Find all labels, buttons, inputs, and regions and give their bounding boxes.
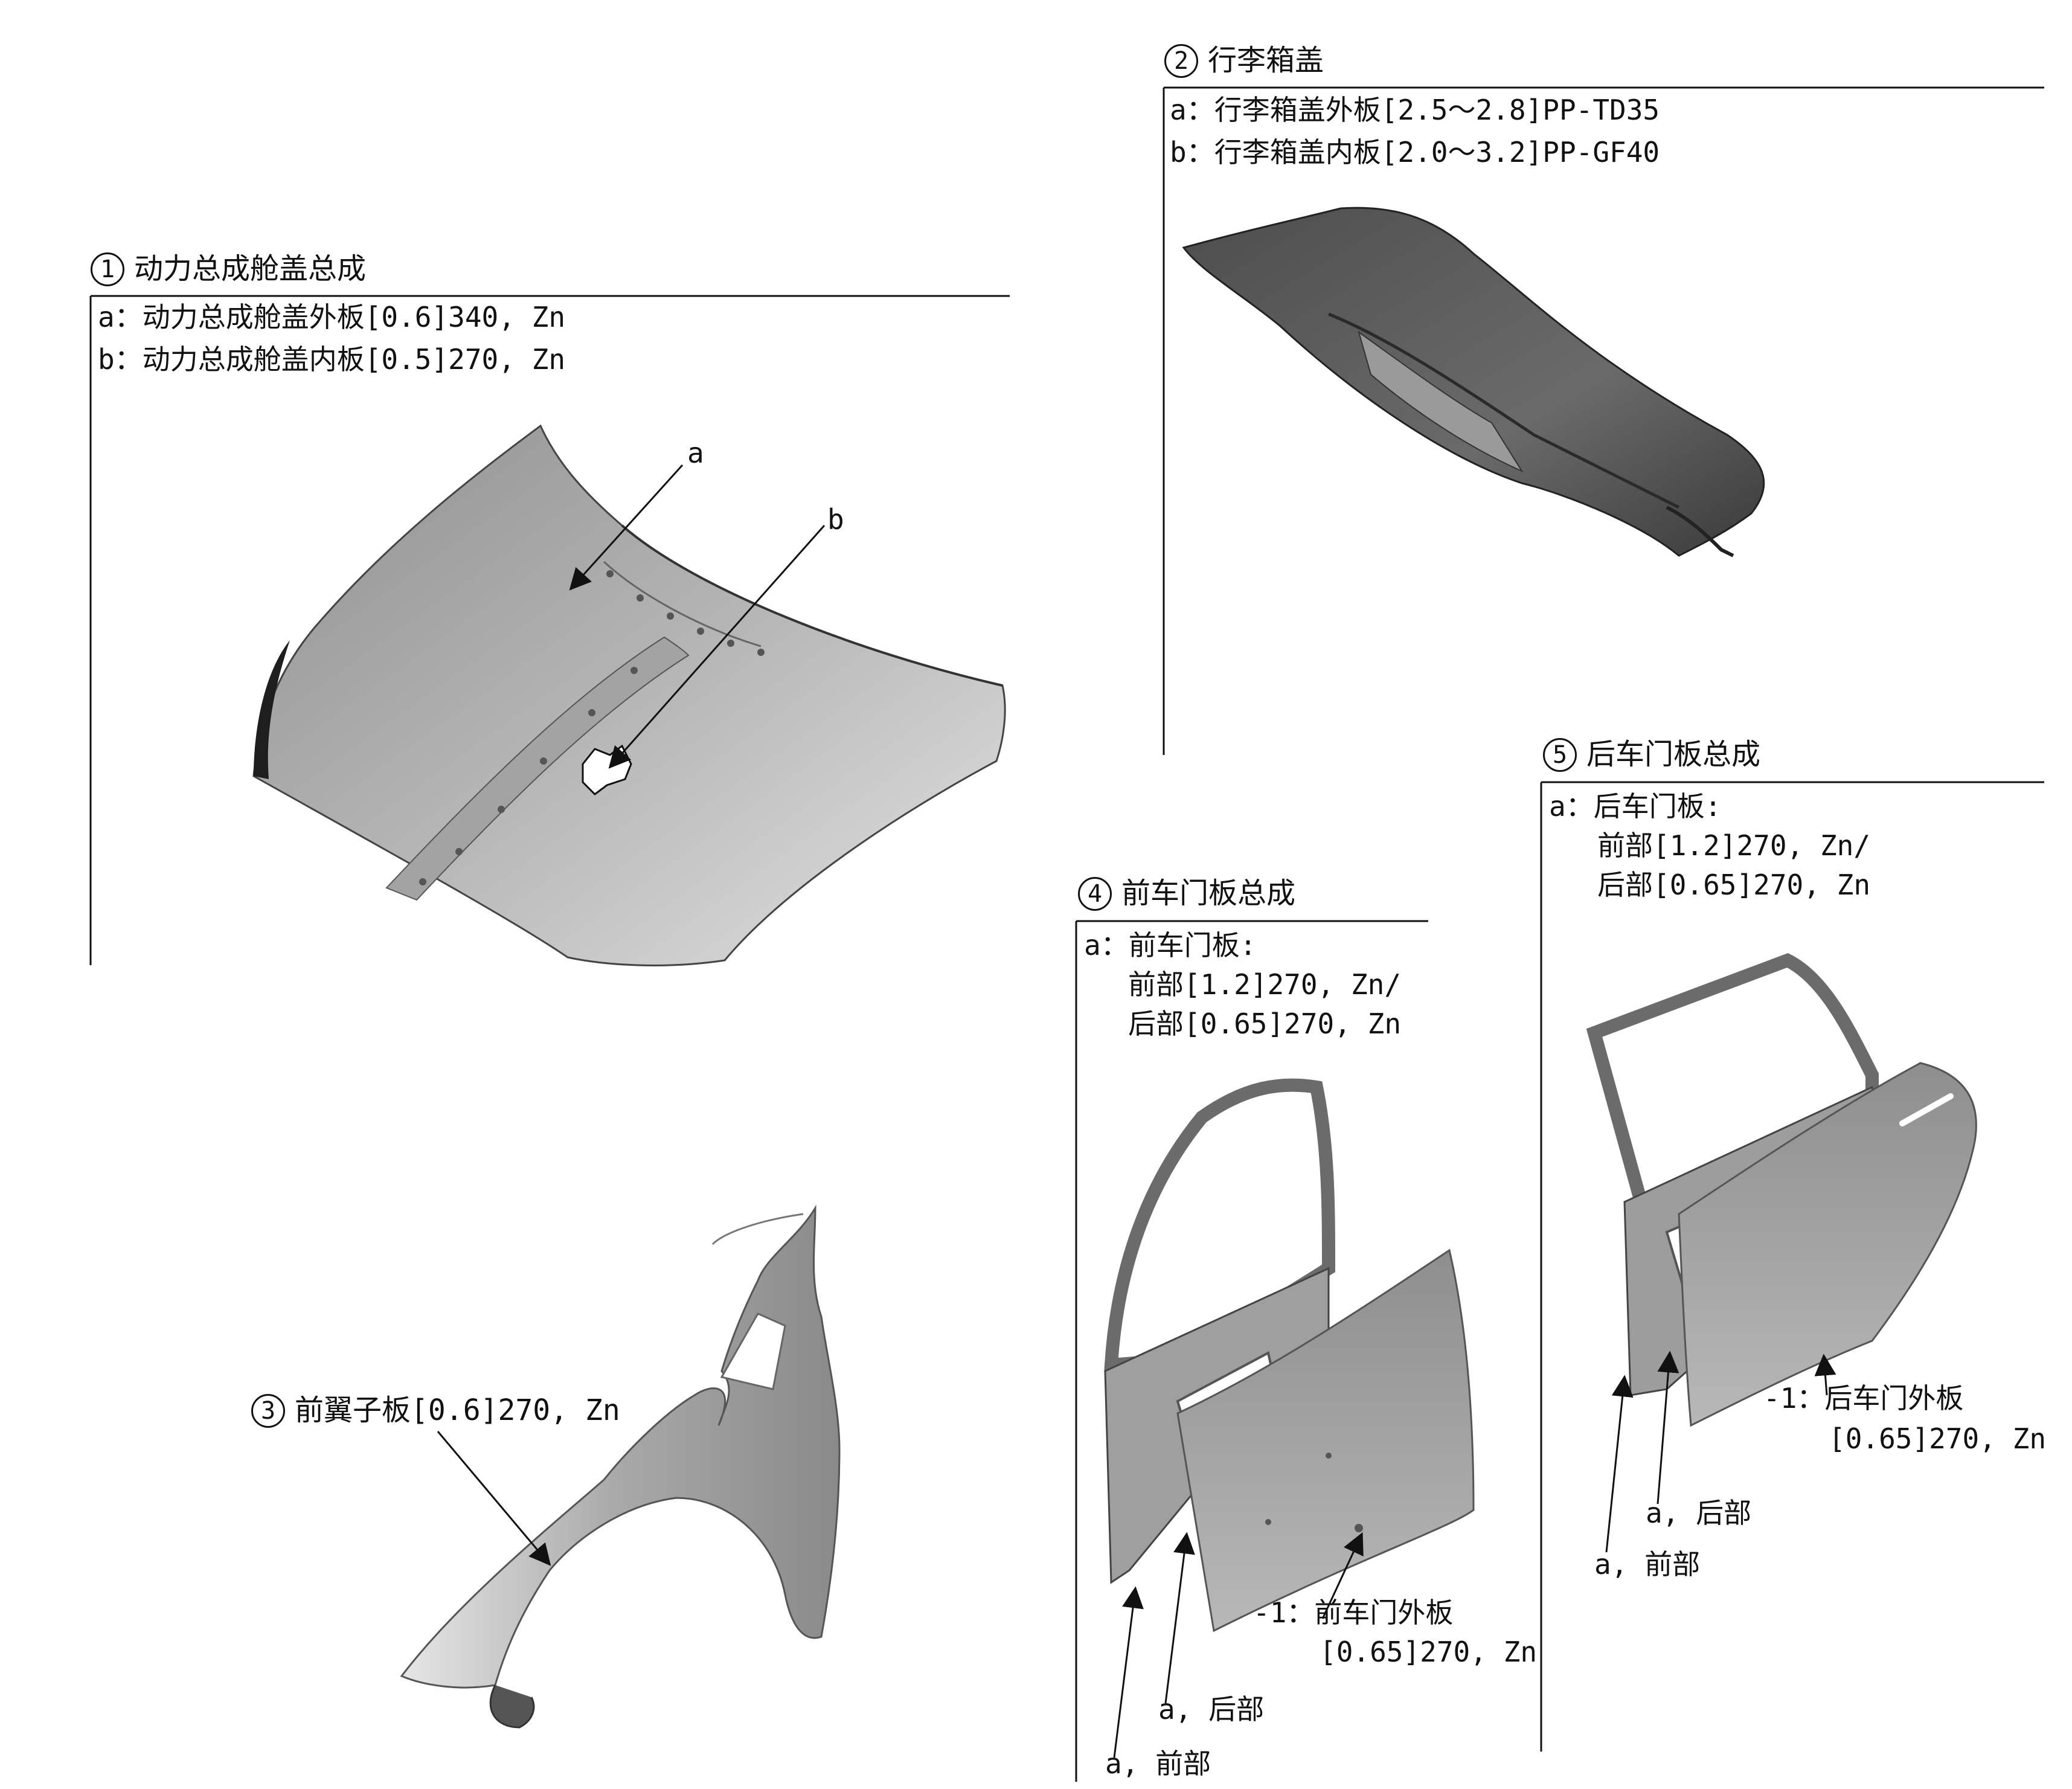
section1-title: 动力总成舱盖总成 xyxy=(134,252,367,286)
section2-frame xyxy=(1163,86,2044,755)
section5-title: 后车门板总成 xyxy=(1586,737,1761,771)
fender-illustration xyxy=(400,1204,841,1729)
section2-line-b: b：行李箱盖内板[2.0～3.2]PP-GF40 xyxy=(1170,136,1660,169)
section3-number: 3 xyxy=(251,1394,285,1428)
rear-door-rear-label: a, 后部 xyxy=(1646,1497,1752,1529)
section5-frame xyxy=(1540,781,2044,1752)
section1-line-b: b：动力总成舱盖内板[0.5]270, Zn xyxy=(98,343,566,376)
hood-illustration xyxy=(252,424,1006,966)
front-door-rear-label: a, 后部 xyxy=(1158,1693,1265,1726)
section4-frame xyxy=(1075,920,1428,1782)
hood-callout-b: b xyxy=(827,503,844,536)
section1-line-a: a：动力总成舱盖外板[0.6]340, Zn xyxy=(98,301,566,333)
section4-line-a2: 前部[1.2]270, Zn/ xyxy=(1128,968,1402,1001)
section3-title: 前翼子板[0.6]270, Zn xyxy=(295,1393,620,1427)
rear-door-illustration xyxy=(1586,953,1977,1427)
section5-line-a3: 后部[0.65]270, Zn xyxy=(1597,869,1871,901)
rear-door-front-label: a, 前部 xyxy=(1594,1548,1701,1581)
trunk-illustration xyxy=(1182,207,1765,557)
hood-callout-a: a xyxy=(687,437,704,469)
front-door-front-label: a, 前部 xyxy=(1105,1747,1211,1780)
rear-door-outer-label-2: [0.65]270, Zn xyxy=(1829,1422,2047,1455)
front-door-outer-label-2: [0.65]270, Zn xyxy=(1320,1636,1538,1668)
section4-line-a3: 后部[0.65]270, Zn xyxy=(1128,1007,1402,1040)
section5-line-a2: 前部[1.2]270, Zn/ xyxy=(1597,829,1871,862)
front-door-illustration xyxy=(1104,1078,1475,1633)
section1-number: 1 xyxy=(91,252,124,286)
section2-number: 2 xyxy=(1164,44,1198,78)
leader-arrows xyxy=(437,464,1836,1758)
section5-line-a1: a：后车门板: xyxy=(1549,790,1722,823)
section2-line-a: a：行李箱盖外板[2.5～2.8]PP-TD35 xyxy=(1170,94,1660,126)
section4-line-a1: a：前车门板: xyxy=(1084,929,1257,962)
rear-door-outer-label-1: -1：后车门外板 xyxy=(1763,1382,1964,1415)
section1-frame xyxy=(89,295,1010,965)
section2-title: 行李箱盖 xyxy=(1208,43,1324,77)
section5-number: 5 xyxy=(1543,738,1577,772)
section4-number: 4 xyxy=(1078,877,1112,911)
front-door-outer-label-1: -1：前车门外板 xyxy=(1253,1596,1454,1629)
section4-title: 前车门板总成 xyxy=(1121,876,1296,910)
